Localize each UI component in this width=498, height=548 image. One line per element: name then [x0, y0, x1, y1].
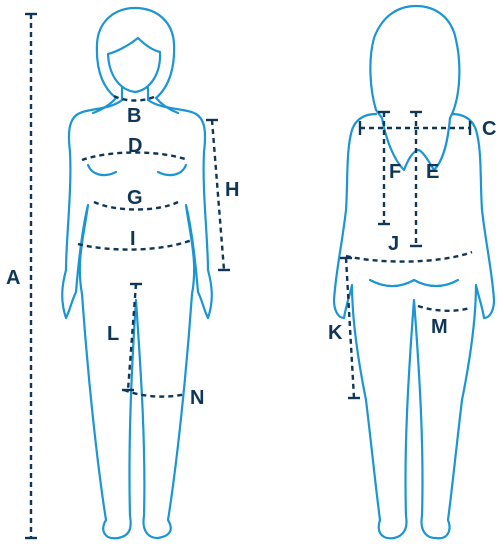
label-B: B	[127, 105, 141, 127]
back-buttock-left	[370, 280, 414, 286]
label-M: M	[431, 316, 448, 338]
label-A: A	[6, 267, 20, 289]
label-I: I	[130, 228, 136, 250]
back-hair-outline	[370, 6, 459, 170]
label-G: G	[127, 187, 143, 209]
label-K: K	[328, 322, 343, 344]
front-bust-left	[88, 165, 116, 175]
front-figure	[62, 8, 212, 538]
label-E: E	[426, 161, 439, 183]
label-J: J	[388, 233, 399, 255]
back-figure	[334, 6, 494, 538]
measure-J	[346, 252, 472, 262]
front-body-outline	[62, 100, 212, 538]
measure-M	[418, 306, 470, 311]
label-L: L	[107, 323, 119, 345]
back-body-outline	[334, 114, 494, 538]
label-N: N	[190, 387, 204, 409]
measure-K	[340, 258, 360, 398]
measure-E	[410, 112, 422, 246]
front-face-outline	[108, 38, 160, 92]
back-buttock-right	[414, 280, 458, 286]
label-C: C	[482, 118, 496, 140]
measure-A	[25, 14, 37, 538]
front-bust-right	[158, 165, 186, 175]
label-F: F	[389, 161, 401, 183]
label-H: H	[225, 179, 239, 201]
label-D: D	[128, 135, 142, 157]
